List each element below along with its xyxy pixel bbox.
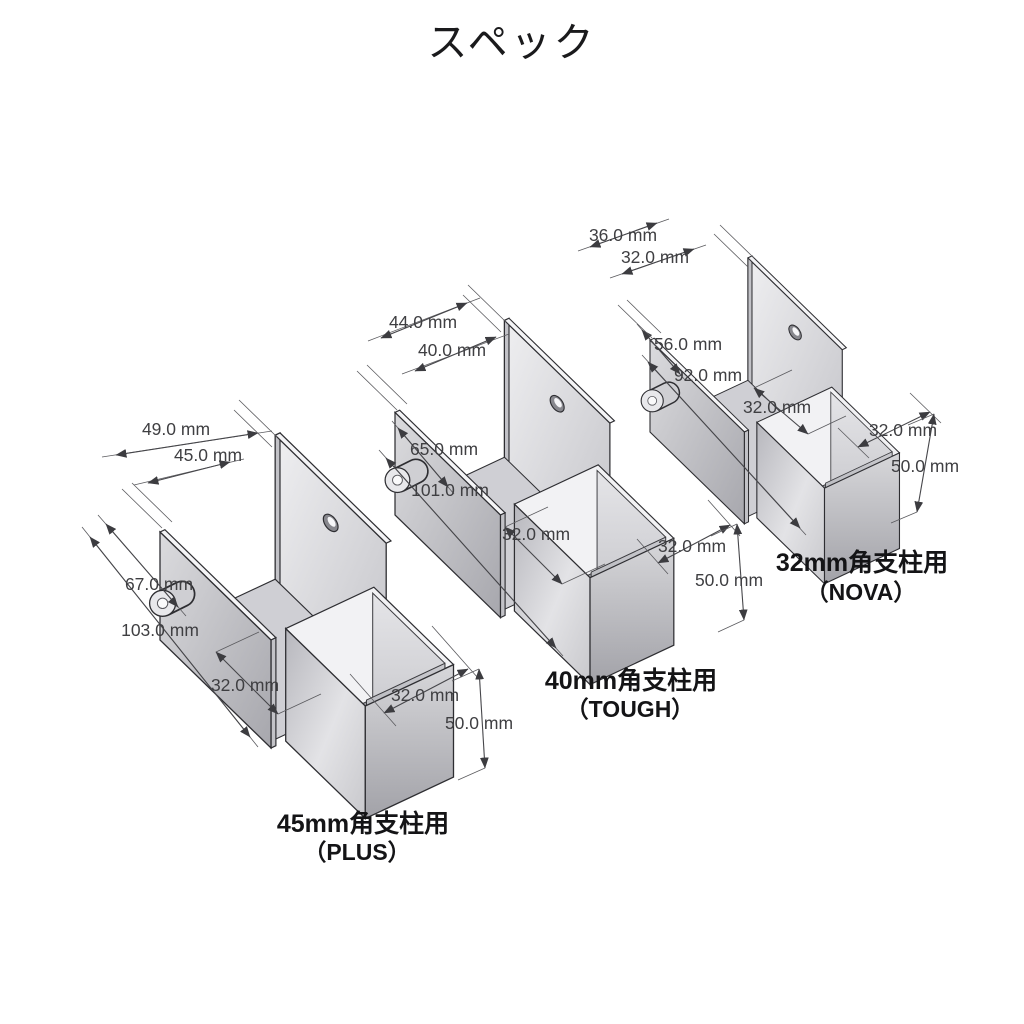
dim-inner-width: 32.0 mm [621,247,689,267]
bracket-nova-caption: 32mm角支柱用 [776,549,948,577]
dim-inner-width: 45.0 mm [174,445,242,465]
page-title: スペック [427,21,596,65]
bracket-tough-dimensions: 44.0 mm 40.0 mm 65.0 mm 101.0 mm 32.0 mm… [356,284,763,657]
bracket-nova-caption-name: （NOVA） [806,579,917,605]
bracket-tough-geometry [385,318,674,684]
bracket-nova: 36.0 mm 32.0 mm 56.0 mm 92.0 mm 32.0 mm … [577,218,959,605]
dim-channel-width: 32.0 mm [211,675,279,695]
bracket-tough: 44.0 mm 40.0 mm 65.0 mm 101.0 mm 32.0 mm… [356,284,763,722]
bracket-nova-dimensions: 36.0 mm 32.0 mm 56.0 mm 92.0 mm 32.0 mm … [577,218,959,536]
bracket-tough-caption: 40mm角支柱用 [545,667,717,695]
dim-outer-width: 49.0 mm [142,419,210,439]
bracket-tough-caption-name: （TOUGH） [566,696,695,722]
dim-channel-width: 32.0 mm [502,524,570,544]
dim-socket-depth: 50.0 mm [445,713,513,733]
bracket-plus-caption-name: （PLUS） [303,839,410,865]
dim-socket-depth: 50.0 mm [695,570,763,590]
dim-socket-width: 32.0 mm [658,536,726,556]
bracket-nova-geometry [641,256,899,584]
dim-plate-height: 65.0 mm [410,439,478,459]
dim-plate-height: 56.0 mm [654,334,722,354]
dim-total-length: 92.0 mm [674,365,742,385]
dim-total-length: 103.0 mm [121,620,199,640]
bracket-plus-caption: 45mm角支柱用 [277,810,449,838]
dim-socket-width: 32.0 mm [869,420,937,440]
dim-outer-width: 36.0 mm [589,225,657,245]
dim-outer-width: 44.0 mm [389,312,457,332]
dim-plate-height: 67.0 mm [125,574,193,594]
dim-channel-width: 32.0 mm [743,397,811,417]
bracket-plus: 49.0 mm 45.0 mm 67.0 mm 103.0 mm 32.0 mm… [81,399,513,865]
bracket-plus-dimensions: 49.0 mm 45.0 mm 67.0 mm 103.0 mm 32.0 mm… [81,399,513,781]
dim-total-length: 101.0 mm [411,480,489,500]
dim-socket-width: 32.0 mm [391,685,459,705]
dim-inner-width: 40.0 mm [418,340,486,360]
dim-socket-depth: 50.0 mm [891,456,959,476]
